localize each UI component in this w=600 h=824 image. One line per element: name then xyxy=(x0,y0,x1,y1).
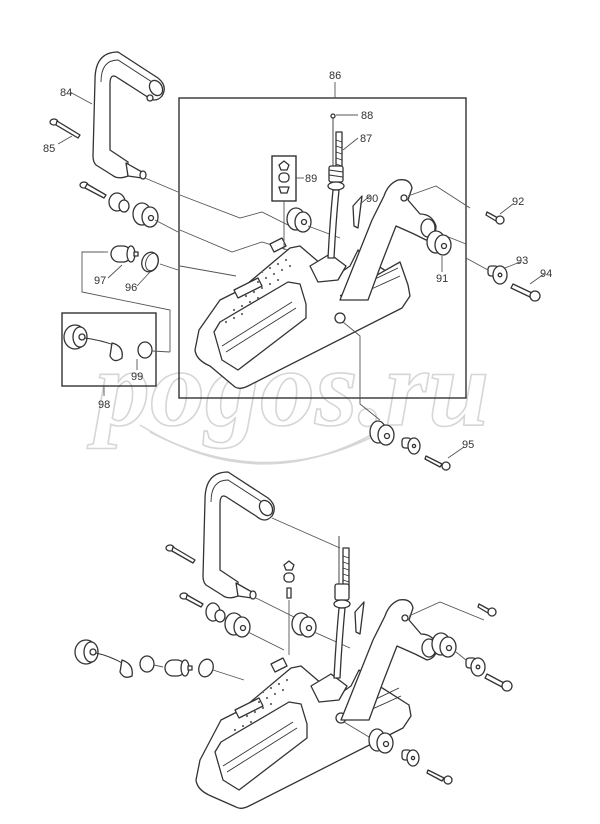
lower-leader-center-buffer xyxy=(313,631,351,649)
lock-washer-set-89 xyxy=(278,160,290,194)
callout-90: 90 xyxy=(366,193,378,205)
leader-84-to-frame xyxy=(144,177,179,193)
leader-90 xyxy=(359,195,371,205)
leader-87 xyxy=(342,137,359,151)
upper-view: 84 85 86 87 88 89 90 91 92 93 94 95 96 9… xyxy=(43,51,552,471)
callout-98: 98 xyxy=(98,399,110,411)
leader-96 xyxy=(136,271,151,287)
leader-to-93 xyxy=(465,257,489,271)
lower-bottom-washer xyxy=(401,749,420,767)
leader-arm-92 xyxy=(407,185,471,209)
lower-leader-handle-bottom xyxy=(255,597,301,621)
spring-clip-90 xyxy=(352,195,363,229)
cable-end-88 xyxy=(330,113,336,119)
lower-bolt-right xyxy=(484,673,513,692)
lower-washer xyxy=(401,437,421,455)
throttle-cable-87 xyxy=(327,118,345,259)
leader-frame-inner-1 xyxy=(179,194,299,231)
lower-buffer xyxy=(369,420,395,446)
lower-buffer-right xyxy=(431,632,457,658)
fuel-cap-box-98 xyxy=(61,312,157,387)
leader-84 xyxy=(69,91,93,105)
fuel-filter-97 xyxy=(110,245,139,263)
hose-clamp-96 xyxy=(141,251,159,273)
callout-85: 85 xyxy=(43,143,55,155)
leader-99-group xyxy=(151,350,171,353)
lower-leader-oring xyxy=(153,664,164,668)
leader-96-to-frame xyxy=(159,263,179,271)
lower-throttle-cable xyxy=(333,536,351,679)
lower-screw-right xyxy=(477,603,497,617)
leader-lower-buffer xyxy=(342,321,381,421)
lower-spring-clip xyxy=(354,601,365,635)
lower-leader-clamp xyxy=(212,669,245,681)
bolt-94 xyxy=(510,283,541,302)
callout-95: 95 xyxy=(462,439,474,451)
watermark-swoosh-inner xyxy=(149,431,371,464)
leader-group-96-97 xyxy=(81,251,171,352)
lower-screw-long xyxy=(165,544,196,564)
lower-fuel-cap xyxy=(74,639,133,678)
assembly-86-frame xyxy=(178,97,467,399)
leader-93 xyxy=(504,261,521,269)
callout-87: 87 xyxy=(360,133,372,145)
lower-handle-bar xyxy=(202,471,275,600)
lower-housing-vent-dots xyxy=(233,678,289,732)
lower-washer-left xyxy=(205,602,226,623)
callout-92: 92 xyxy=(512,196,524,208)
lower-leader-buffer-left xyxy=(247,631,285,651)
left-buffer xyxy=(132,202,159,228)
callout-96: 96 xyxy=(125,282,137,294)
leader-buffer-left xyxy=(154,219,179,233)
callout-88: 88 xyxy=(361,110,373,122)
screw-85 xyxy=(49,118,81,139)
callout-94: 94 xyxy=(540,268,552,280)
lower-center-buffer xyxy=(291,612,317,638)
lower-screw-short xyxy=(179,592,204,608)
lower-bottom-buffer xyxy=(368,728,394,754)
callout-93: 93 xyxy=(516,255,528,267)
housing-vent-dots xyxy=(224,258,292,324)
handle-bar-84 xyxy=(92,51,165,180)
lower-leader-handle-top xyxy=(271,517,341,549)
lower-fuel-filter xyxy=(164,659,193,677)
callout-86: 86 xyxy=(329,70,341,82)
callout-99: 99 xyxy=(131,371,143,383)
leader-frame-inner-3 xyxy=(179,265,237,277)
callout-89: 89 xyxy=(305,173,317,185)
leader-85 xyxy=(57,135,73,145)
lower-lock-set xyxy=(283,560,295,599)
leader-97 xyxy=(107,264,123,279)
lower-buffer-left xyxy=(224,612,251,638)
leader-92 xyxy=(499,203,514,215)
callout-84: 84 xyxy=(60,87,72,99)
fuel-cap xyxy=(63,324,123,362)
center-buffer xyxy=(286,207,312,233)
screw-95 xyxy=(424,455,451,471)
leader-95 xyxy=(447,446,465,459)
buffer-91 xyxy=(426,230,452,256)
callout-97: 97 xyxy=(94,275,106,287)
callout-91: 91 xyxy=(436,273,448,285)
lower-o-ring xyxy=(139,655,155,673)
screw-92 xyxy=(485,211,505,225)
lower-leader-arm-screw xyxy=(408,601,485,621)
lower-view xyxy=(74,471,513,809)
leader-94 xyxy=(529,273,545,285)
lower-rear-handle-arm xyxy=(340,599,438,721)
left-washer xyxy=(108,192,130,213)
lower-washer-right xyxy=(465,657,486,677)
left-screw xyxy=(79,181,107,199)
washer-93 xyxy=(487,265,508,285)
lower-leader-washer xyxy=(455,651,467,661)
lower-bottom-screw xyxy=(426,769,453,785)
lower-hose-clamp xyxy=(198,658,214,678)
o-ring-99 xyxy=(137,341,153,359)
